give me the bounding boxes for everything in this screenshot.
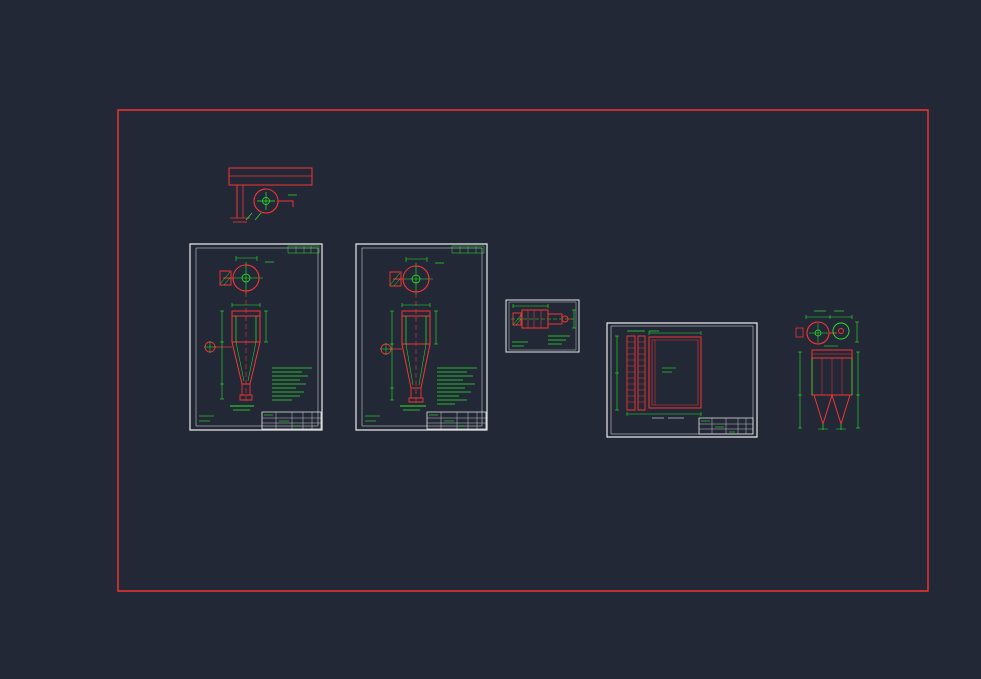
sheet3-inner-border xyxy=(509,302,576,350)
sheet1-topview[interactable] xyxy=(220,256,274,294)
sheet1-titleblock[interactable] xyxy=(199,412,321,429)
sheet2-topview[interactable] xyxy=(390,257,444,295)
sheet1-notes xyxy=(230,368,312,410)
sheet2-border xyxy=(356,244,487,430)
sheet1-frontview-line xyxy=(248,342,256,381)
sheet4-frame[interactable] xyxy=(607,323,757,437)
sheet2-frontview-line xyxy=(419,344,426,385)
cone-2-right xyxy=(841,395,850,424)
cone-left xyxy=(232,342,242,384)
ladder-strip-2 xyxy=(638,336,645,410)
fan-volute xyxy=(807,322,837,344)
fan-assembly-right[interactable] xyxy=(796,311,859,344)
inlet-duct xyxy=(390,272,401,286)
fan-assembly-right-circle xyxy=(839,329,844,334)
panel-inner xyxy=(652,340,698,405)
sheet1-topview-line xyxy=(220,272,230,284)
sheet2-frame[interactable] xyxy=(356,244,487,430)
title-block xyxy=(427,412,486,429)
sheet1-topview-line xyxy=(224,278,230,285)
ladder-strip-1 xyxy=(627,336,635,410)
cyclone-volute xyxy=(223,265,259,291)
duct-sketch[interactable] xyxy=(229,168,312,222)
sheet1-inner-border xyxy=(196,248,318,426)
sheet3-detail[interactable] xyxy=(506,300,579,352)
sheet2-notes xyxy=(400,368,477,410)
sheet2-topview-line xyxy=(394,279,400,286)
sheet4-inner-border xyxy=(611,326,753,434)
sheet1-frontview-rect xyxy=(240,395,252,400)
panel-outer xyxy=(649,337,701,408)
cone-2-left xyxy=(832,395,841,424)
sheet2-titleblock[interactable] xyxy=(365,412,486,429)
cyclone-body xyxy=(232,316,260,342)
sheet1-revision-table xyxy=(288,246,319,253)
sheet2-topview-line xyxy=(390,273,400,285)
sheet1-frontview[interactable] xyxy=(204,292,268,403)
cone-right xyxy=(250,342,260,384)
sheet3-detail-line xyxy=(516,319,521,325)
cyclone-volute xyxy=(393,266,429,292)
sheet2-inner-border xyxy=(362,248,482,426)
motor-circle xyxy=(833,323,849,339)
sheet1-frontview-line xyxy=(236,342,244,381)
cone-left xyxy=(402,344,411,388)
drawing-limits-border xyxy=(118,110,928,591)
cone-1-left xyxy=(814,395,823,424)
sheet4-border xyxy=(607,323,757,437)
sheet4-content[interactable] xyxy=(615,331,701,418)
sheet2-frontview-line xyxy=(406,344,413,385)
sheet1-frame[interactable] xyxy=(190,244,322,430)
duct-sketch-line xyxy=(255,213,261,220)
sheet2-frontview-rect xyxy=(409,398,423,402)
duct-sketch-line xyxy=(246,213,252,220)
fan-volute xyxy=(254,189,293,213)
sheet3-detail-line xyxy=(513,315,521,325)
cone-1-right xyxy=(823,395,832,424)
sheet1-border xyxy=(190,244,322,430)
inlet-duct xyxy=(220,271,231,285)
cone-right xyxy=(421,344,430,388)
sheet2-frontview[interactable] xyxy=(380,293,438,403)
title-block xyxy=(262,412,321,429)
fan-assembly-right-rect xyxy=(796,328,803,337)
sheet3-border xyxy=(506,300,579,352)
hopper-right[interactable] xyxy=(798,346,860,430)
cyclone-body xyxy=(402,316,430,344)
outer-border xyxy=(118,110,928,591)
duct-sketch-rect xyxy=(229,168,312,185)
